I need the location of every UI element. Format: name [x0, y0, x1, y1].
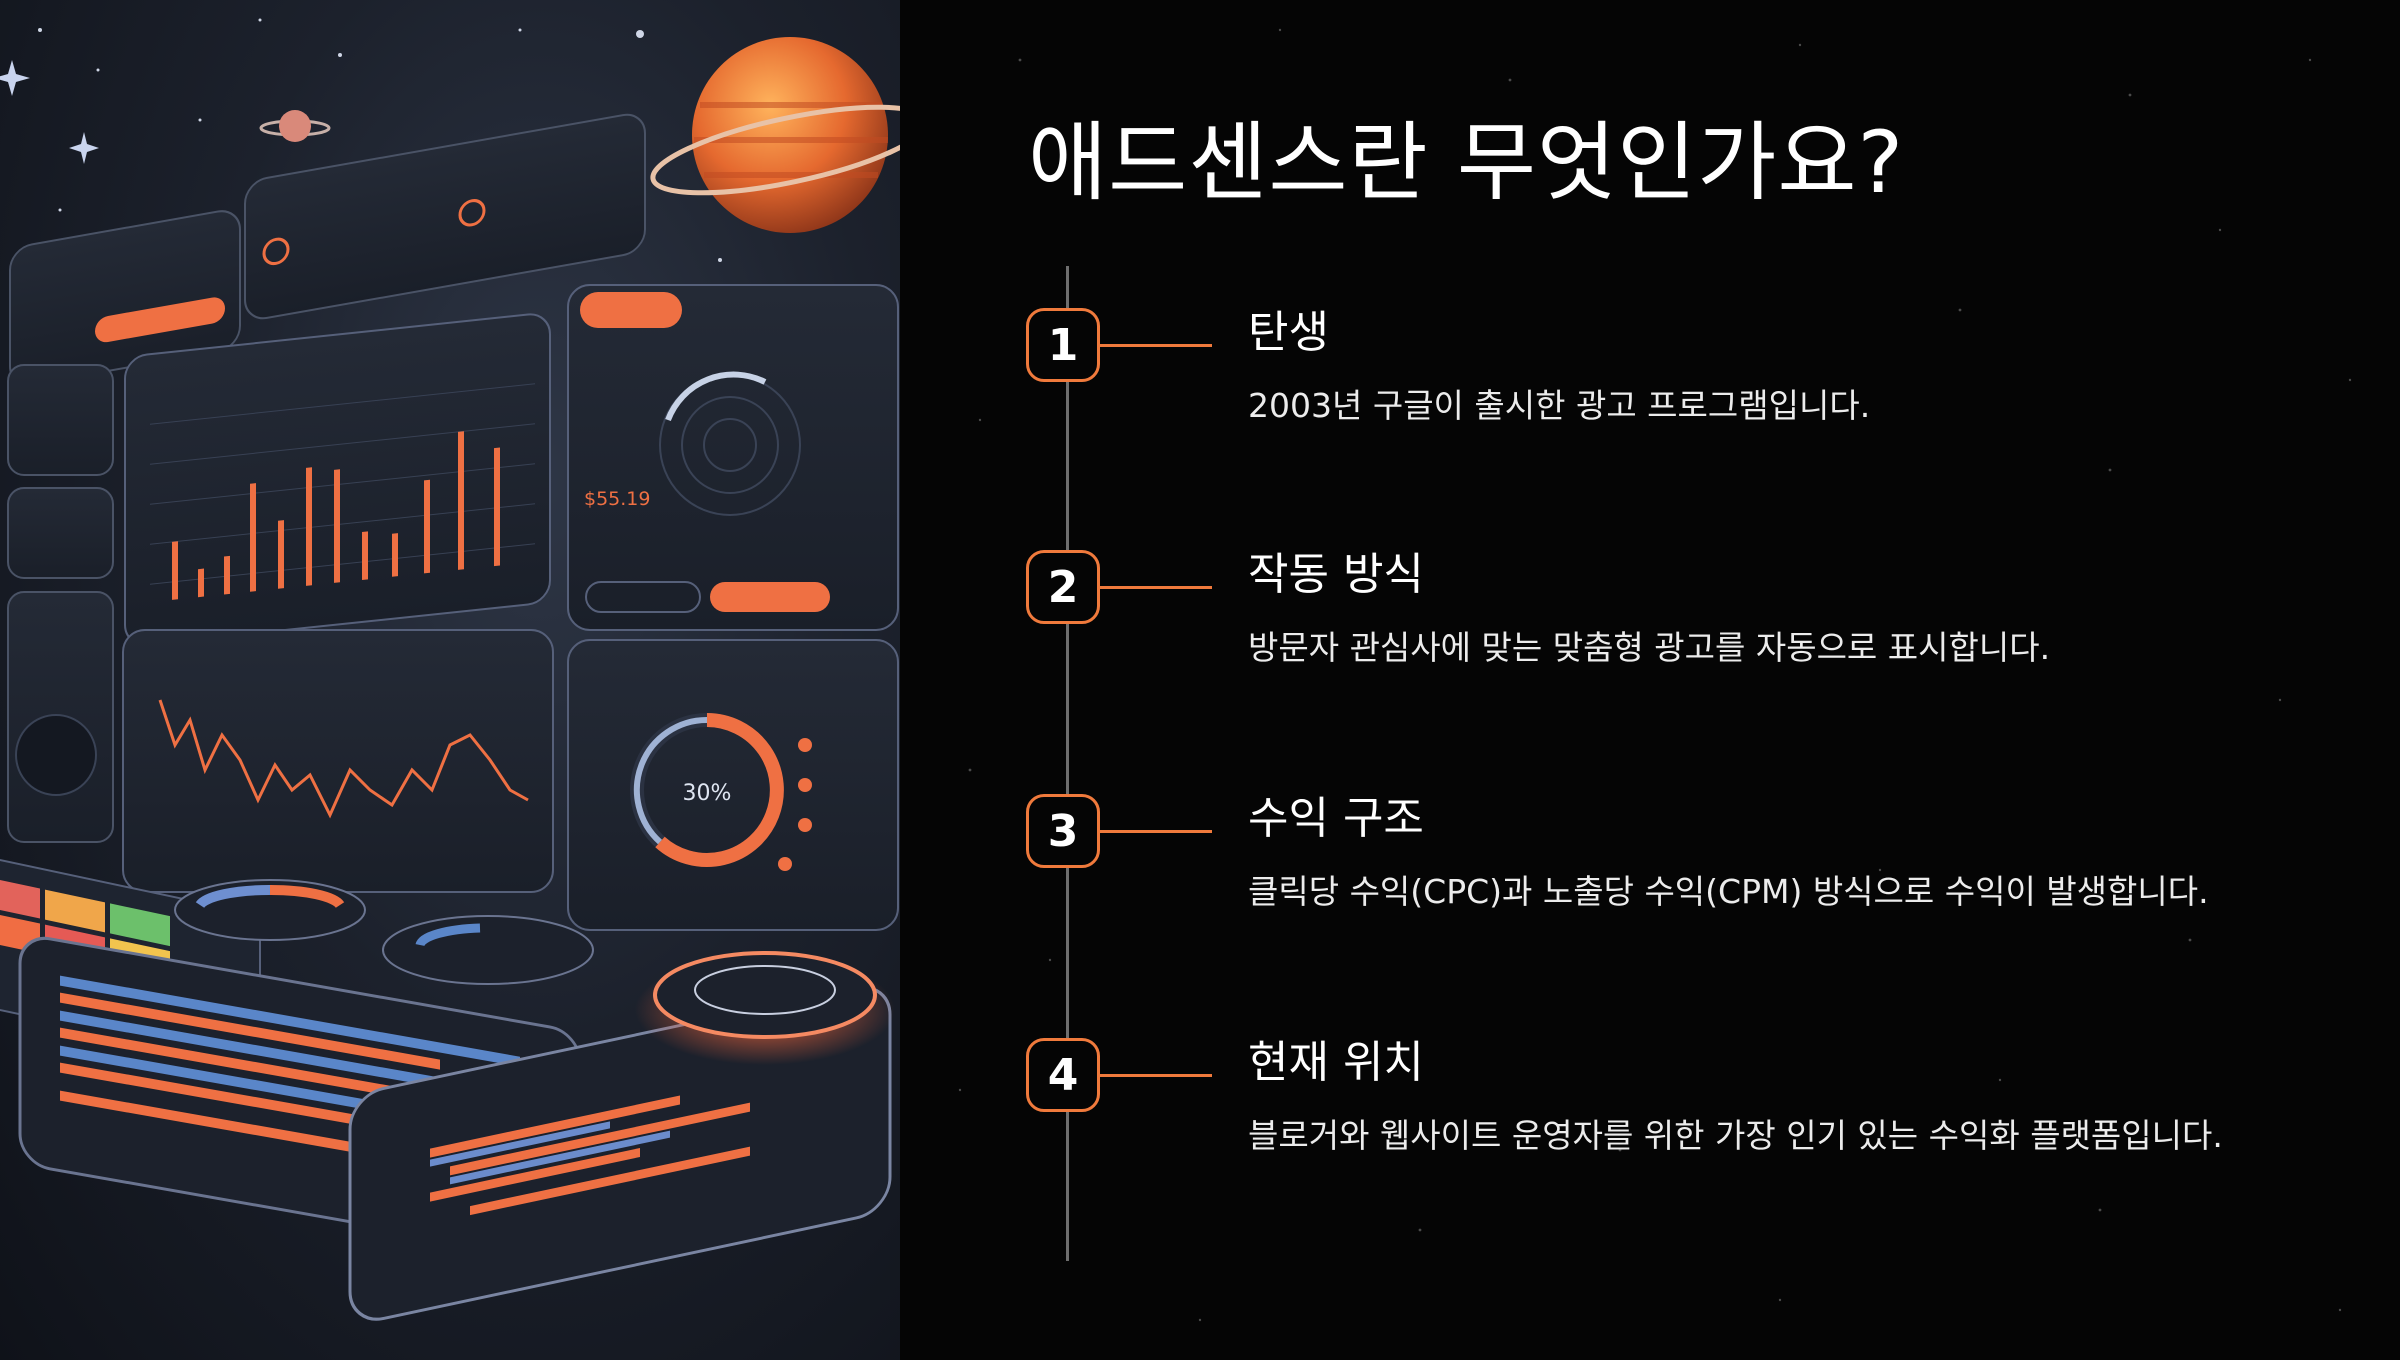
timeline-line [1066, 266, 1069, 1261]
planet-icon [259, 110, 331, 142]
slide-title: 애드센스란 무엇인가요? [1028, 113, 1905, 213]
step-connector [1100, 344, 1212, 347]
step-title: 탄생 [1248, 307, 1329, 358]
content-panel: 애드센스란 무엇인가요? 1 탄생 2003년 구글이 출시한 광고 프로그램입… [900, 0, 2400, 1360]
price-label: $55.19 [584, 488, 650, 510]
step-number-badge: 3 [1026, 794, 1100, 868]
step-title: 현재 위치 [1248, 1037, 1424, 1088]
step-title: 작동 방식 [1248, 549, 1424, 600]
step-title: 수익 구조 [1248, 793, 1424, 844]
starfield-background [958, 28, 2352, 1322]
step-number-badge: 2 [1026, 550, 1100, 624]
step-connector [1100, 586, 1212, 589]
step-connector [1100, 830, 1212, 833]
step-description: 블로거와 웹사이트 운영자를 위한 가장 인기 있는 수익화 플랫폼입니다. [1248, 1116, 2223, 1155]
step-number-badge: 1 [1026, 308, 1100, 382]
planet-icon [650, 37, 900, 233]
step-connector [1100, 1074, 1212, 1077]
step-description: 클릭당 수익(CPC)과 노출당 수익(CPM) 방식으로 수익이 발생합니다. [1248, 872, 2209, 911]
dashboard-illustration: $55.19 30% [0, 0, 900, 1360]
star-icon [0, 60, 99, 164]
gauge-label: 30% [683, 781, 732, 806]
step-number-badge: 4 [1026, 1038, 1100, 1112]
step-description: 방문자 관심사에 맞는 맞춤형 광고를 자동으로 표시합니다. [1248, 628, 2051, 667]
step-description: 2003년 구글이 출시한 광고 프로그램입니다. [1248, 386, 1871, 425]
